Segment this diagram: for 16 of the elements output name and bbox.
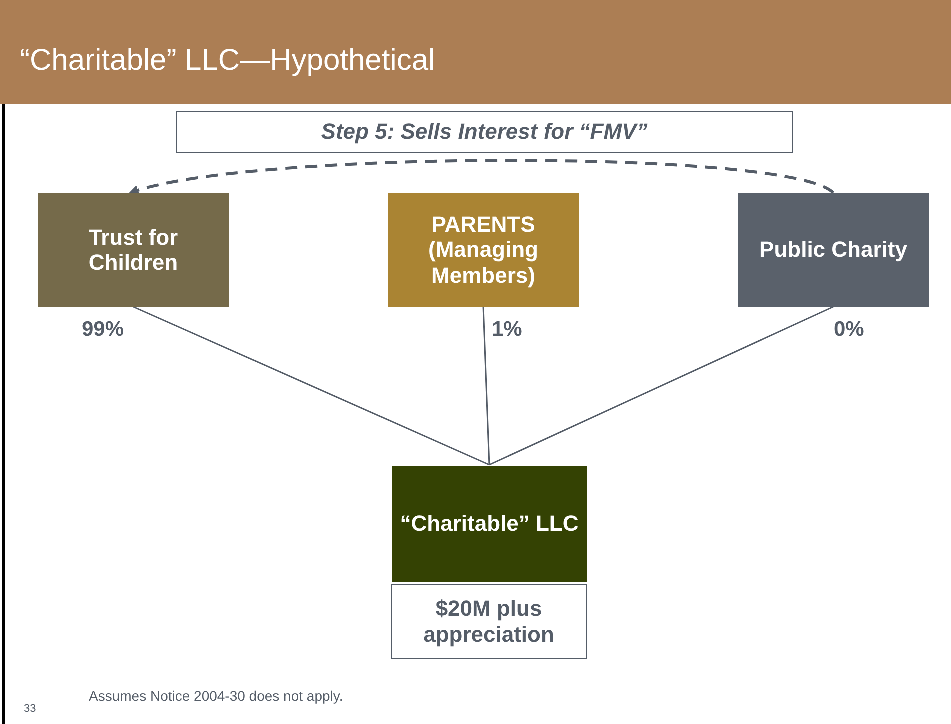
slide-title: “Charitable” LLC—Hypothetical [20,44,436,78]
llc-box: “Charitable” LLC [392,466,587,582]
value-box: $20M plus appreciation [391,584,587,659]
percentage-label: 99% [82,318,124,342]
footnote: Assumes Notice 2004-30 does not apply. [89,688,344,704]
page-number: 33 [24,703,36,715]
dashed-arrow [128,159,834,196]
percentage-label: 1% [492,318,522,342]
entity-box: Public Charity [738,193,929,307]
connector-line [482,306,490,466]
percentage-label: 0% [834,318,864,342]
connector-line [489,306,834,466]
entity-box: Trust for Children [38,193,229,307]
entity-box: PARENTS (Managing Members) [388,193,579,307]
step-box: Step 5: Sells Interest for “FMV” [176,111,793,153]
connector-line [133,306,490,466]
